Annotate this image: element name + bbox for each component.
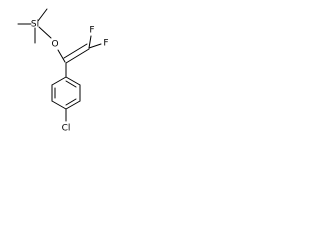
ring-inner-bond-2 bbox=[65, 98, 77, 106]
o-vinyl-bond bbox=[57, 49, 66, 63]
vinyl-double-bond-a bbox=[65, 48, 90, 64]
fluorine-right-atom-label: F bbox=[103, 39, 108, 49]
structure-canvas: Si O F F Cl bbox=[0, 0, 150, 150]
c-f-right-bond bbox=[88, 43, 102, 49]
ring-bond-3 bbox=[51, 100, 67, 110]
si-methyl-top-bond bbox=[37, 8, 48, 22]
silicon-atom-label: Si bbox=[31, 20, 39, 30]
c-f-top-bond bbox=[88, 35, 92, 49]
vinyl-double-bond-b bbox=[63, 43, 88, 59]
molecule-structure: Si O F F Cl bbox=[17, 8, 109, 134]
ring-bond-4 bbox=[65, 100, 81, 110]
fluorine-top-atom-label: F bbox=[89, 26, 94, 36]
ring-bond-1 bbox=[51, 76, 67, 86]
chlorine-atom-label: Cl bbox=[62, 124, 71, 134]
ring-inner-bond-3 bbox=[65, 80, 77, 88]
oxygen-atom-label: O bbox=[51, 40, 58, 50]
si-o-bond bbox=[38, 26, 52, 39]
ring-bond-6 bbox=[65, 76, 81, 86]
